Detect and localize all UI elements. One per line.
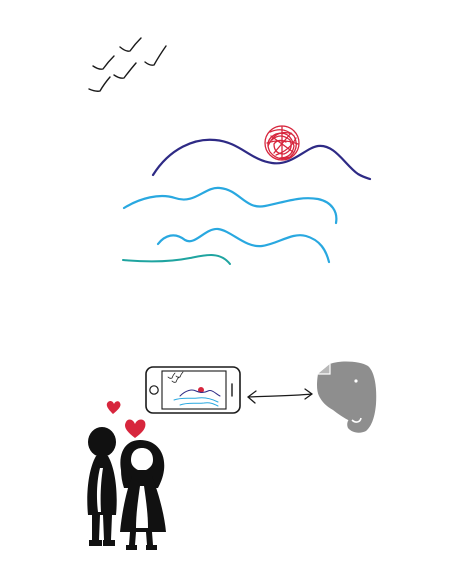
girl-feet (126, 545, 157, 550)
evernote-elephant-icon (317, 361, 377, 433)
bird-1 (119, 37, 142, 52)
heart-large (125, 419, 146, 438)
bird-4 (144, 45, 167, 66)
mountain-line (151, 138, 372, 181)
phone-home-button (149, 385, 159, 395)
elephant-ear-fold (318, 364, 330, 374)
figure-boy (87, 427, 117, 546)
bird-flock-icon (88, 37, 167, 92)
wave-3 (122, 254, 231, 265)
boy-feet (89, 540, 115, 546)
elephant-body (317, 361, 377, 433)
girl-dress-highlight (136, 486, 148, 528)
wave-1 (122, 186, 338, 225)
bird-2 (92, 55, 115, 70)
girl-legs (129, 532, 153, 545)
phone-screen-birds (167, 371, 184, 383)
phone-screen-mountain (179, 389, 221, 397)
bird-5 (88, 76, 111, 92)
elephant-trunk-curl (351, 417, 362, 423)
sun-scribble-icon (264, 125, 300, 161)
smartphone-icon (145, 366, 241, 414)
wave-2 (156, 227, 331, 264)
heart-small (106, 400, 121, 414)
phone-screen-wave-1 (173, 397, 219, 403)
double-arrow-icon (247, 388, 313, 404)
elephant-eye (354, 379, 358, 383)
elephant-ear-edge (318, 364, 331, 375)
bird-3 (113, 62, 137, 79)
figure-girl (120, 440, 166, 550)
girl-neck (138, 470, 146, 476)
water-waves (122, 186, 338, 264)
phone-screen-sun (198, 387, 204, 393)
girl-face (131, 448, 153, 470)
boy-body-highlight (96, 468, 103, 512)
boy-body (87, 456, 117, 540)
couple-figures-icon (87, 427, 166, 550)
heart-icon (106, 400, 146, 438)
boy-head (88, 427, 116, 457)
phone-screen-wave-2 (179, 402, 219, 407)
